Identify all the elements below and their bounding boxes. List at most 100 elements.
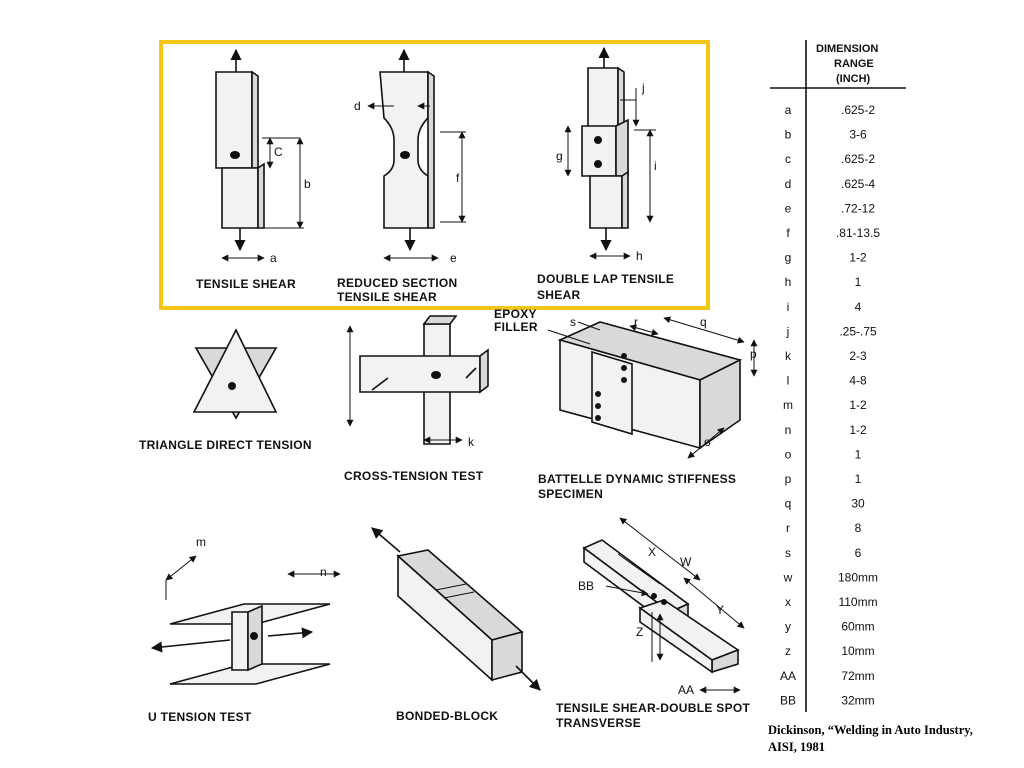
tensile-shear-specimen: C b a TENSILE SHEAR: [196, 48, 311, 291]
table-row-value: .81-13.5: [836, 226, 880, 240]
reduced-section-label-1: REDUCED SECTION: [337, 276, 458, 290]
table-row-letter: e: [785, 201, 792, 215]
table-row-value: 4: [855, 300, 862, 314]
table-row-value: 30: [851, 497, 865, 511]
table-header-1: DIMENSION: [816, 43, 878, 55]
table-row-value: 32mm: [841, 693, 874, 707]
table-row-value: .72-12: [841, 201, 875, 215]
epoxy-label-1: EPOXY: [494, 307, 537, 321]
table-row-letter: k: [785, 349, 792, 363]
tensile-shear-dim-b: b: [304, 177, 311, 191]
table-row-value: .625-2: [841, 103, 875, 117]
table-row-value: .625-4: [841, 177, 875, 191]
table-row-letter: g: [785, 251, 792, 265]
double-spot-label-2: TRANSVERSE: [556, 716, 641, 730]
table-row-value: 110mm: [838, 595, 877, 609]
triangle-label: TRIANGLE DIRECT TENSION: [139, 438, 312, 452]
spot-dim-Y: Y: [716, 603, 724, 617]
table-row-letter: a: [785, 103, 792, 117]
reduced-dim-e: e: [450, 251, 457, 265]
double-lap-label-1: DOUBLE LAP TENSILE: [537, 272, 674, 286]
table-row-letter: d: [785, 177, 792, 191]
double-spot-specimen: X W BB Y Z AA TENSILE SHEAR-DOUBLE SPOT …: [556, 517, 751, 730]
table-header-3: (INCH): [836, 73, 871, 85]
table-row-letter: p: [785, 472, 792, 486]
bonded-block-specimen: BONDED-BLOCK: [371, 527, 541, 723]
double-lap-specimen: j g i h DOUBLE LAP TENSILE SHEAR: [537, 46, 674, 302]
table-row-value: 72mm: [841, 669, 874, 683]
double-lap-dim-j: j: [641, 81, 645, 95]
spot-dim-AA: AA: [678, 683, 694, 697]
spot-dim-Z: Z: [636, 625, 643, 639]
battelle-dim-p: p: [750, 347, 757, 361]
table-row-value: .25-.75: [839, 324, 877, 338]
table-row-letter: s: [785, 546, 791, 560]
table-row-value: 1-2: [849, 423, 867, 437]
table-row-letter: BB: [780, 693, 796, 707]
double-lap-label-2: SHEAR: [537, 288, 581, 302]
table-row-letter: AA: [780, 669, 796, 683]
table-header-2: RANGE: [834, 58, 874, 70]
table-row-letter: h: [785, 275, 792, 289]
table-row-value: 1-2: [849, 251, 867, 265]
tensile-shear-dim-c: C: [274, 145, 283, 159]
battelle-dim-q: q: [700, 315, 707, 329]
battelle-label-2: SPECIMEN: [538, 487, 603, 501]
double-lap-dim-h: h: [636, 249, 643, 263]
u-dim-m: m: [196, 535, 206, 549]
highlight-frame: [159, 40, 710, 310]
cross-dim-k: k: [468, 435, 475, 449]
u-tension-specimen: m n U TENSION TEST: [148, 535, 341, 724]
table-row-value: 2-3: [849, 349, 867, 363]
table-row-letter: f: [786, 226, 790, 240]
u-tension-label: U TENSION TEST: [148, 710, 252, 724]
table-row-letter: x: [785, 595, 791, 609]
table-row-letter: n: [785, 423, 792, 437]
table-row-letter: r: [786, 521, 790, 535]
u-dim-n: n: [320, 565, 327, 579]
table-row-letter: c: [785, 152, 791, 166]
table-row-letter: z: [785, 644, 791, 658]
battelle-dim-r: r: [634, 315, 638, 329]
table-row-value: 1: [855, 275, 862, 289]
citation: Dickinson, “Welding in Auto Industry, AI…: [768, 722, 1018, 756]
citation-line-2: AISI, 1981: [768, 740, 825, 754]
double-lap-dim-g: g: [556, 149, 563, 163]
battelle-label-1: BATTELLE DYNAMIC STIFFNESS: [538, 472, 736, 486]
table-row-value: 1: [855, 447, 862, 461]
table-row-value: .625-2: [841, 152, 875, 166]
table-row-value: 1-2: [849, 398, 867, 412]
table-row-value: 4-8: [849, 374, 867, 388]
table-row-letter: y: [785, 620, 791, 634]
epoxy-label-2: FILLER: [494, 320, 538, 334]
table-row-letter: o: [785, 447, 792, 461]
tensile-shear-dim-a: a: [270, 251, 277, 265]
bonded-block-label: BONDED-BLOCK: [396, 709, 498, 723]
table-row-value: 8: [855, 521, 862, 535]
cross-tension-label: CROSS-TENSION TEST: [344, 469, 484, 483]
table-row-value: 60mm: [841, 620, 874, 634]
double-spot-label-1: TENSILE SHEAR-DOUBLE SPOT: [556, 701, 751, 715]
double-lap-dim-i: i: [654, 159, 657, 173]
cross-tension-specimen: k CROSS-TENSION TEST: [344, 315, 489, 483]
spot-dim-W: W: [680, 555, 692, 569]
reduced-section-specimen: d f e REDUCED SECTION TENSILE SHEAR: [337, 48, 466, 304]
reduced-dim-d: d: [354, 99, 361, 113]
citation-line-1: Dickinson, “Welding in Auto Industry,: [768, 723, 973, 737]
reduced-section-label-2: TENSILE SHEAR: [337, 290, 437, 304]
battelle-dim-o: o: [704, 435, 711, 449]
table-row-letter: i: [787, 300, 790, 314]
table-row-value: 1: [855, 472, 862, 486]
spot-dim-X: X: [648, 545, 656, 559]
table-row-letter: j: [786, 324, 790, 338]
table-row-letter: l: [787, 374, 790, 388]
battelle-dim-s: s: [570, 315, 576, 329]
spot-dim-BB: BB: [578, 579, 594, 593]
reduced-dim-f: f: [456, 171, 460, 185]
table-row-value: 6: [855, 546, 862, 560]
battelle-specimen: EPOXY FILLER s r q p o BATTELLE DYNAMIC …: [494, 307, 758, 501]
